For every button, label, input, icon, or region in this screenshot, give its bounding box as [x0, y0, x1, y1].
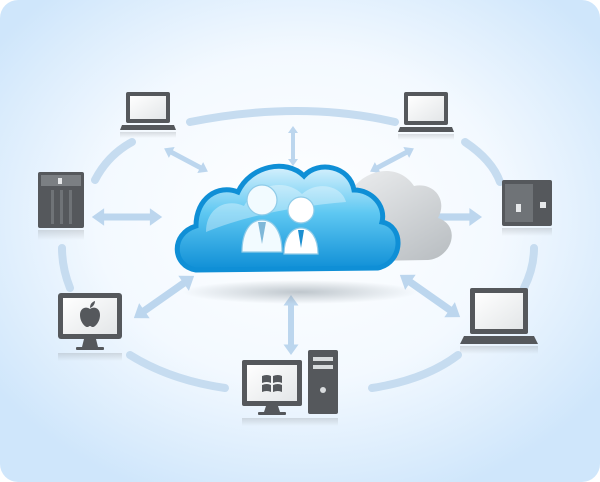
ring-arc-top — [186, 107, 399, 126]
laptop-bottom-right — [460, 288, 538, 354]
ring-arc-left — [58, 244, 74, 292]
apple-logo-icon — [80, 301, 100, 327]
desktop-tower-icon — [242, 350, 338, 426]
user-back-figure — [241, 184, 283, 253]
cloud-shadow — [182, 280, 418, 304]
ring-arc-right — [520, 244, 538, 292]
imac-icon — [58, 293, 122, 361]
laptop-icon — [460, 288, 538, 354]
ring-arc-upper-left — [91, 138, 136, 184]
network-ring — [58, 107, 538, 392]
windows-logo-icon — [262, 375, 282, 392]
users-icon — [241, 184, 319, 255]
windows-pc-bottom — [242, 350, 338, 426]
ring-arc-lower-left — [126, 351, 229, 392]
nas-server-icon — [38, 172, 84, 240]
cloud-highlight — [206, 184, 346, 232]
nas-left — [38, 172, 84, 240]
ring-arc-upper-right — [461, 138, 504, 186]
laptop-icon — [398, 92, 454, 140]
laptop-top-left — [120, 92, 176, 138]
cloud-users — [174, 163, 452, 304]
laptop-top-right — [398, 92, 454, 140]
imac-left — [58, 293, 122, 361]
devices — [38, 92, 552, 426]
blue-cloud-shape — [174, 163, 401, 273]
laptop-icon — [120, 92, 176, 138]
ring-arc-lower-right — [368, 351, 462, 392]
nas-right — [502, 180, 552, 236]
user-front-figure — [283, 196, 319, 255]
nas-server-icon — [502, 180, 552, 236]
